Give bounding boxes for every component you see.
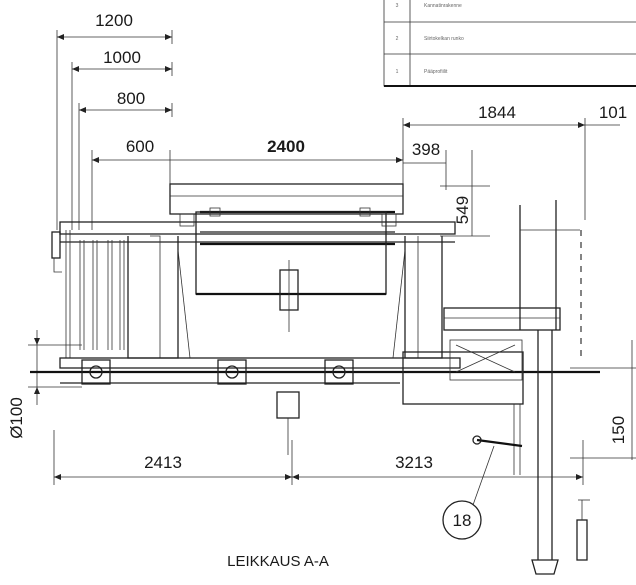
machine-frame — [30, 183, 600, 575]
dimension-2400: 2400 — [267, 137, 305, 156]
parts-table-text-1: Kannatinrakenne — [424, 3, 462, 9]
dimension-600: 600 — [126, 137, 154, 156]
parts-table-num-2: 2 — [396, 36, 399, 42]
parts-table-num-1: 3 — [396, 3, 399, 9]
dimension-1844: 1844 — [478, 103, 516, 122]
dimension-150: 150 — [609, 416, 628, 444]
dimension-101: 101 — [599, 103, 627, 122]
dimension-diameter-100: Ø100 — [7, 397, 26, 439]
section-caption: LEIKKAUS A-A — [227, 553, 329, 570]
dimension-labels: 1200 1000 800 600 2400 1844 101 398 549 … — [7, 11, 628, 472]
dimension-lines — [28, 30, 636, 485]
dimension-1200: 1200 — [95, 11, 133, 30]
parts-table-text-2: Siirtokelkan runko — [424, 36, 464, 42]
dimension-800: 800 — [117, 89, 145, 108]
parts-table-num-3: 1 — [396, 69, 399, 75]
balloon-number: 18 — [453, 511, 472, 530]
dimension-1000: 1000 — [103, 48, 141, 67]
parts-table: 3 Kannatinrakenne 2 Siirtokelkan runko 1… — [383, 0, 636, 87]
parts-table-text-3: Pääprofiilit — [424, 69, 448, 75]
dimension-3213: 3213 — [395, 453, 433, 472]
dimension-549: 549 — [453, 196, 472, 224]
dimension-2413: 2413 — [144, 453, 182, 472]
part-balloon-18: 18 — [442, 445, 495, 540]
dimension-398: 398 — [412, 140, 440, 159]
